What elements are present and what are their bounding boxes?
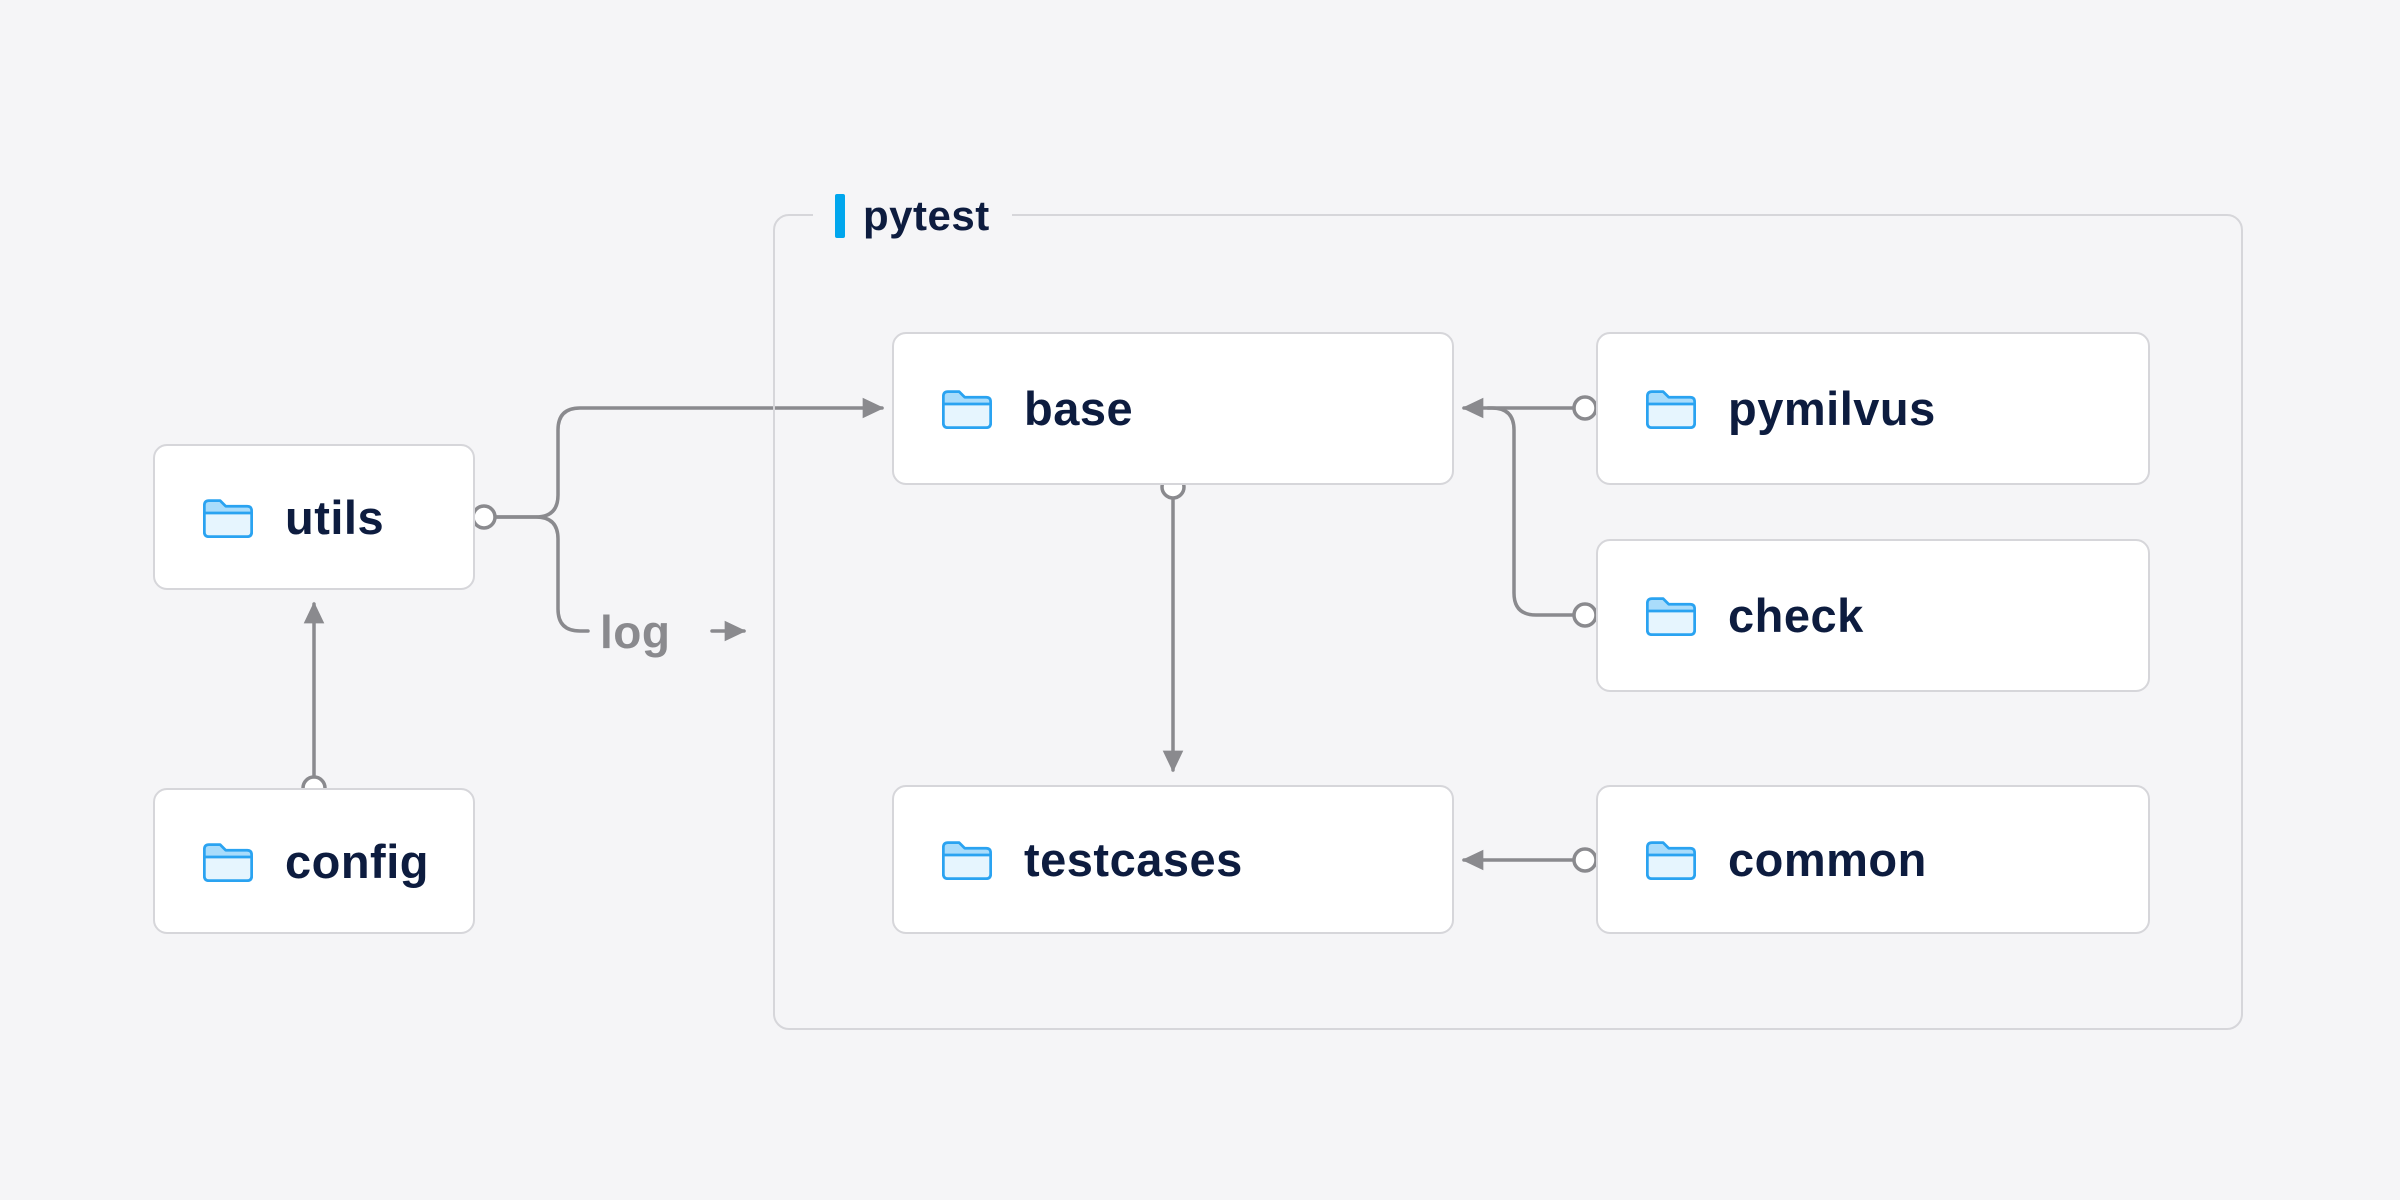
folder-icon (942, 841, 992, 880)
pytest-group-label: pytest (813, 189, 1012, 243)
node-pymilvus: pymilvus (1596, 332, 2150, 485)
edge-utils-base (493, 397, 885, 519)
node-config: config (153, 788, 475, 934)
edge-utils-log (493, 515, 590, 633)
folder-icon (1646, 597, 1696, 636)
folder-icon (203, 498, 253, 538)
node-check: check (1596, 539, 2150, 692)
node-testcases: testcases (892, 785, 1454, 934)
edge-check-join (1486, 406, 1576, 617)
pytest-group-title: pytest (863, 192, 990, 239)
folder-icon (1646, 841, 1696, 880)
folder-icon (942, 390, 992, 429)
node-common: common (1596, 785, 2150, 934)
folder-icon (203, 842, 253, 882)
edge-label-log: log (600, 606, 671, 658)
node-testcases-label: testcases (1024, 833, 1243, 886)
node-utils-label: utils (285, 490, 385, 544)
node-check-label: check (1728, 589, 1864, 642)
node-base-label: base (1024, 382, 1134, 435)
pytest-group: pytest (773, 189, 2243, 1030)
folder-icon (1646, 390, 1696, 429)
accent-bar-icon (835, 194, 845, 238)
node-config-label: config (285, 834, 429, 888)
port-utils-right (471, 504, 497, 530)
node-utils: utils (153, 444, 475, 590)
node-base: base (892, 332, 1454, 485)
node-pymilvus-label: pymilvus (1728, 382, 1936, 435)
node-common-label: common (1728, 833, 1927, 886)
